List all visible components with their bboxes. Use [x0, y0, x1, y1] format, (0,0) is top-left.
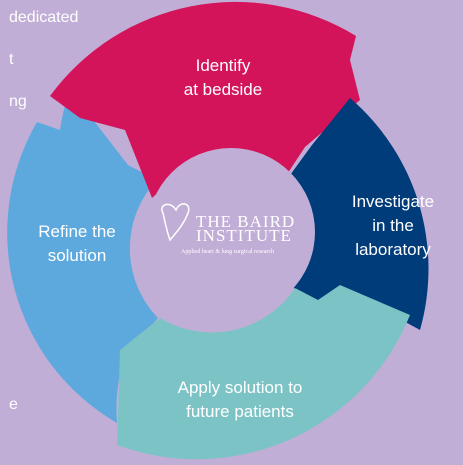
- background-text-fragment: dedicated: [9, 9, 79, 26]
- segment-label-identify: Identify at bedside: [158, 54, 288, 102]
- segment-label-apply: Apply solution to future patients: [140, 376, 340, 424]
- heart-logo-icon: [161, 203, 190, 242]
- segment-label-line: Investigate: [351, 192, 435, 211]
- segment-label-line: at bedside: [183, 80, 263, 99]
- logo-name-line1: THE BAIRD: [196, 212, 296, 231]
- background-text-fragment: t: [9, 51, 14, 68]
- logo-name-line2: INSTITUTE: [196, 226, 292, 245]
- segment-label-line: laboratory: [355, 240, 431, 259]
- background-text-fragment: ng: [9, 93, 27, 110]
- segment-label-line: future patients: [186, 402, 294, 421]
- segment-label-refine: Refine the solution: [22, 220, 132, 268]
- logo-tagline: Applied heart & lung surgical research: [181, 249, 275, 255]
- segment-label-line: Identify: [195, 56, 251, 75]
- segment-label-investigate: Investigate in the laboratory: [328, 190, 458, 262]
- segment-label-line: in the: [372, 216, 414, 235]
- segment-identify: [50, 1, 360, 198]
- segment-label-line: Apply solution to: [177, 378, 303, 397]
- segment-refine: [7, 90, 159, 423]
- segment-label-line: Refine the: [38, 222, 116, 241]
- background-text-fragment: e: [9, 396, 18, 413]
- segment-investigate: [285, 98, 429, 340]
- segment-apply: [117, 285, 410, 460]
- center-hub: [147, 148, 315, 316]
- segment-label-line: solution: [47, 246, 107, 265]
